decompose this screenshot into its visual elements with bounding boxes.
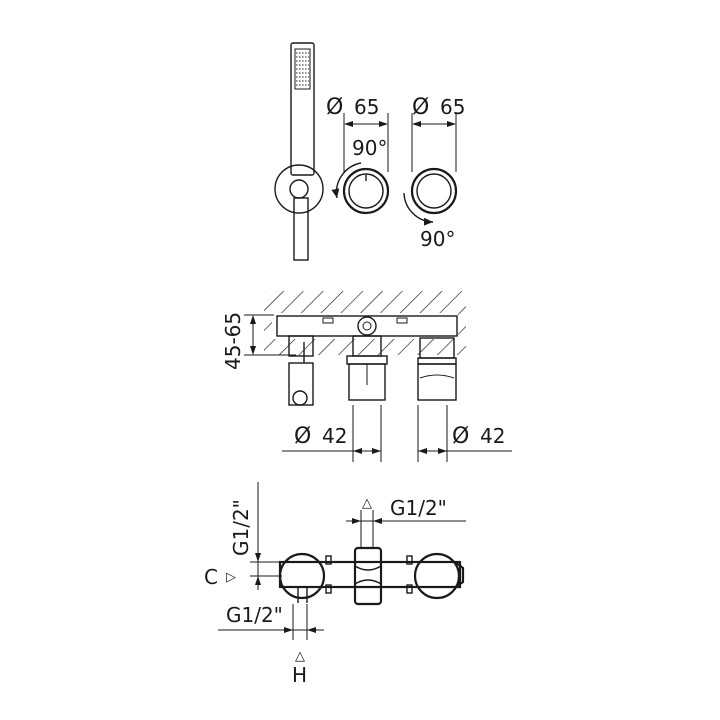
thread-left-label: G1/2" [229,499,253,556]
dia-value-left: 65 [354,95,379,119]
top-view: Ø 65 Ø 65 90° 90° [274,42,465,261]
dimension-depth: 45-65 [221,312,296,370]
mixer-knob-left [342,167,390,215]
hand-shower-front [274,42,324,261]
rotation-arrow-right: 90° [403,192,455,251]
rear-view: △ G1/2" G1/2" C ▷ G1/2" △ H [204,482,466,687]
marker-side-icon: ▷ [226,570,236,585]
marker-up-icon: △ [362,496,372,511]
shower-holder-section [288,335,314,406]
thread-top-label: G1/2" [390,496,447,520]
dimension-dia-42-right: Ø 42 [417,405,512,462]
rear-body [278,546,465,606]
label-h: H [292,663,307,687]
thread-bottom-label: G1/2" [226,603,283,627]
shower-nozzle-grid [296,52,309,86]
dia-symbol: Ø [326,95,343,120]
dia-symbol: Ø [452,424,469,449]
dia-value-right: 65 [440,95,465,119]
diverter-section [417,337,457,401]
dia-42-right: 42 [480,424,505,448]
spout-section [346,335,388,401]
marker-up-icon: △ [295,649,305,664]
depth-label: 45-65 [221,312,245,370]
dia-symbol: Ø [412,95,429,120]
dimension-dia-65-right: Ø 65 [411,95,465,172]
dia-symbol: Ø [294,424,311,449]
label-c: C [204,565,218,589]
dimension-thread-bottom: G1/2" △ H [218,603,324,687]
dimension-thread-top: △ G1/2" [346,496,466,548]
diverter-knob-right [410,167,458,215]
dimension-dia-42-left: Ø 42 [282,405,382,462]
dimension-thread-left: G1/2" C ▷ [204,482,282,590]
angle-right: 90° [420,227,455,251]
angle-left: 90° [352,136,387,160]
dia-42-left: 42 [322,424,347,448]
section-view: 45-65 Ø [221,291,512,462]
rotation-arrow-left: 90° [331,136,387,199]
dimension-dia-65-left: Ø 65 [326,95,389,172]
